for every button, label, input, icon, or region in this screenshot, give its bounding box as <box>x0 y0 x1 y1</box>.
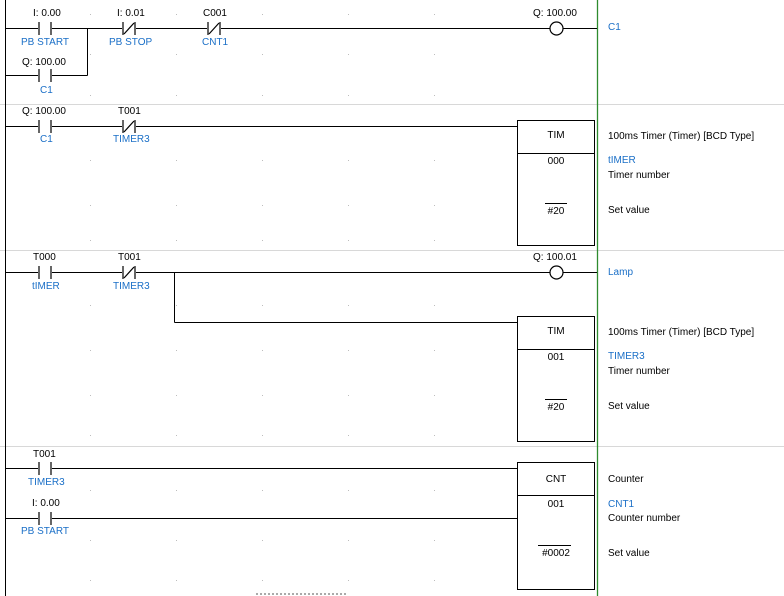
block-description: 100ms Timer (Timer) [BCD Type] <box>608 131 755 142</box>
block-operand-label: Timer number <box>608 366 670 377</box>
coil-address: Q: 100.00 <box>533 8 577 19</box>
contact-symbol: TIMER3 <box>28 477 65 488</box>
block-operand-symbol: TIMER3 <box>608 351 645 362</box>
block-title: TIM <box>547 130 565 141</box>
contact-pb-start[interactable] <box>38 22 52 35</box>
block-operand: 001 <box>547 352 565 363</box>
contact-symbol: C1 <box>40 85 53 96</box>
coil-c1[interactable] <box>549 21 564 36</box>
contact-symbol: CNT1 <box>202 37 229 48</box>
contact-symbol: PB START <box>21 526 69 537</box>
block-operand: 001 <box>547 499 565 510</box>
contact-address: Q: 100.00 <box>22 106 66 117</box>
block-setvalue-label: Set value <box>608 401 650 412</box>
contact-address: T000 <box>33 252 56 263</box>
block-operand: 000 <box>547 156 565 167</box>
contact-c1-latch[interactable] <box>38 69 52 82</box>
contact-timer3-rung2[interactable] <box>122 120 136 133</box>
contact-address: T001 <box>118 252 141 263</box>
contact-address: I: 0.01 <box>117 8 145 19</box>
block-title: CNT <box>545 474 567 485</box>
contact-address: Q: 100.00 <box>22 57 66 68</box>
contact-timer3-rung4[interactable] <box>38 462 52 475</box>
contact-c1[interactable] <box>38 120 52 133</box>
contact-symbol: C1 <box>40 134 53 145</box>
block-setvalue: #20 <box>547 402 565 413</box>
block-setvalue-label: Set value <box>608 205 650 216</box>
contact-symbol: TIMER3 <box>113 134 150 145</box>
tim-block-000[interactable] <box>517 120 595 246</box>
contact-symbol: TIMER3 <box>113 281 150 292</box>
contact-symbol: tIMER <box>32 281 60 292</box>
block-operand-symbol: CNT1 <box>608 499 635 510</box>
block-setvalue: #20 <box>547 206 565 217</box>
contact-timer3-rung3[interactable] <box>122 266 136 279</box>
coil-address: Q: 100.01 <box>533 252 577 263</box>
block-setvalue-label: Set value <box>608 548 650 559</box>
block-setvalue: #0002 <box>542 548 570 559</box>
contact-timer-t000[interactable] <box>38 266 52 279</box>
block-operand-label: Timer number <box>608 170 670 181</box>
contact-address: T001 <box>118 106 141 117</box>
cnt-block-001[interactable] <box>517 462 595 590</box>
contact-address: I: 0.00 <box>33 8 61 19</box>
block-operand-symbol: tIMER <box>608 155 636 166</box>
tim-block-001[interactable] <box>517 316 595 442</box>
block-title: TIM <box>547 326 565 337</box>
contact-address: I: 0.00 <box>32 498 60 509</box>
contact-cnt1[interactable] <box>207 22 221 35</box>
contact-pb-start-rung4[interactable] <box>38 512 52 525</box>
block-operand-label: Counter number <box>608 513 681 524</box>
contact-symbol: PB START <box>21 37 69 48</box>
contact-address: C001 <box>203 8 227 19</box>
coil-lamp[interactable] <box>549 265 564 280</box>
contact-address: T001 <box>33 449 56 460</box>
block-description: 100ms Timer (Timer) [BCD Type] <box>608 327 755 338</box>
coil-comment: C1 <box>608 22 621 33</box>
contact-pb-stop[interactable] <box>122 22 136 35</box>
coil-comment: Lamp <box>608 267 634 278</box>
block-description: Counter <box>608 474 644 485</box>
contact-symbol: PB STOP <box>109 37 153 48</box>
